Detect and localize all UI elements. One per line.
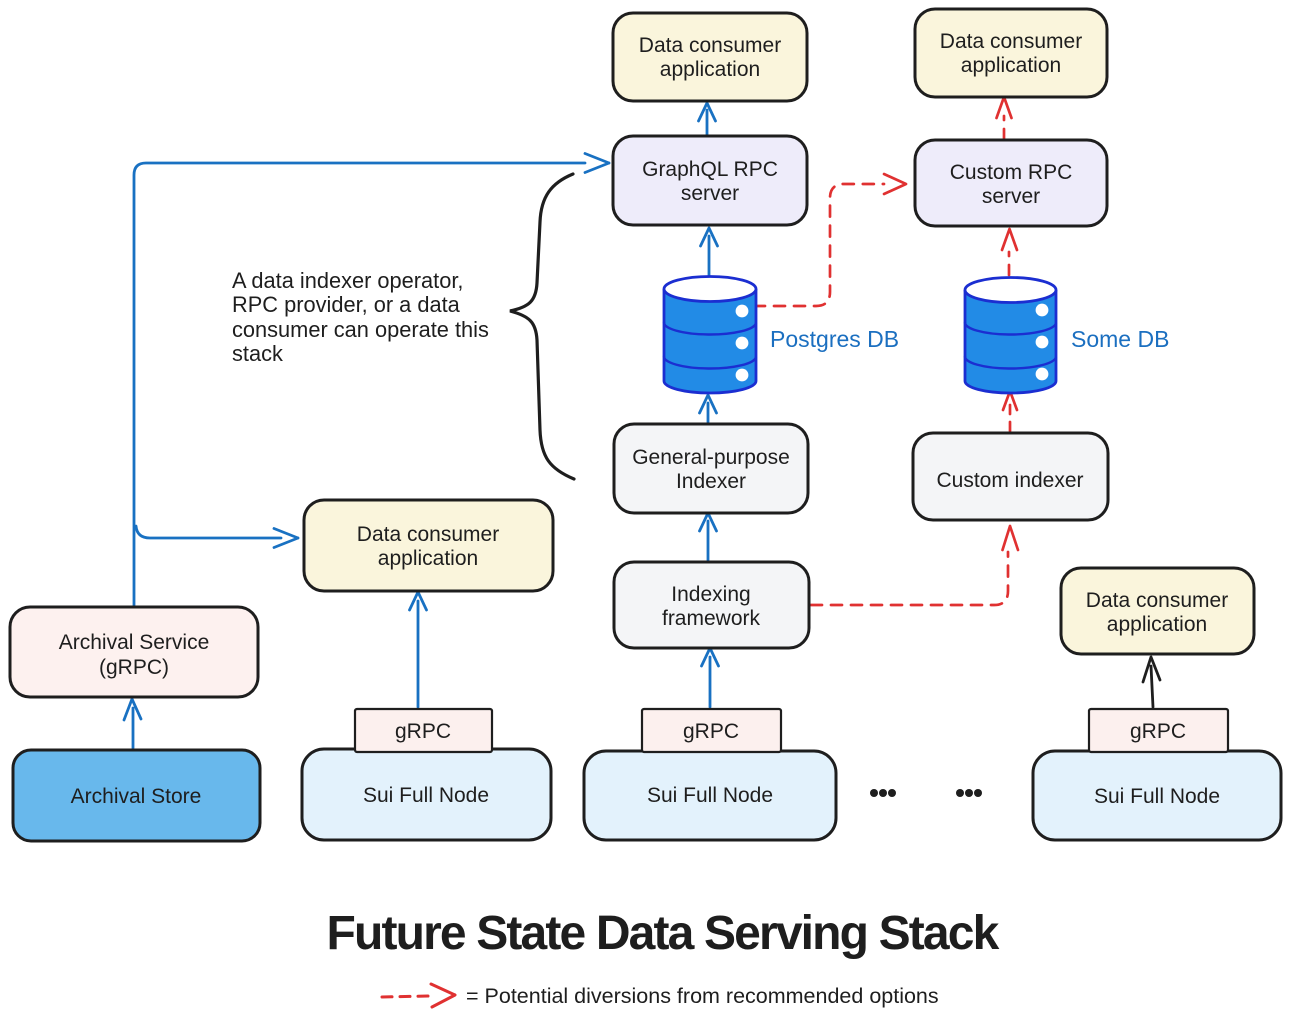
svg-text:gRPC: gRPC — [395, 720, 451, 743]
svg-text:stack: stack — [232, 341, 283, 366]
svg-text:Postgres DB: Postgres DB — [770, 326, 899, 352]
svg-text:application: application — [1107, 613, 1207, 636]
svg-text:Data consumer: Data consumer — [940, 30, 1082, 53]
svg-text:Future State Data Serving Stac: Future State Data Serving Stack — [327, 907, 1000, 960]
svg-text:application: application — [660, 58, 760, 81]
svg-text:Archival Store: Archival Store — [71, 785, 202, 808]
svg-text:GraphQL RPC: GraphQL RPC — [642, 158, 778, 181]
svg-text:application: application — [378, 547, 478, 570]
svg-text:Custom RPC: Custom RPC — [950, 161, 1073, 184]
svg-text:Indexing: Indexing — [671, 583, 750, 606]
svg-text:Indexer: Indexer — [676, 470, 746, 493]
svg-text:Data consumer: Data consumer — [357, 523, 499, 546]
svg-text:server: server — [681, 182, 739, 205]
svg-text:Archival Service: Archival Service — [59, 631, 210, 654]
svg-text:server: server — [982, 185, 1040, 208]
svg-text:Sui Full Node: Sui Full Node — [1094, 785, 1220, 808]
svg-text:consumer can operate this: consumer can operate this — [232, 317, 489, 342]
svg-text:Some DB: Some DB — [1071, 326, 1169, 352]
svg-text:Data consumer: Data consumer — [639, 34, 781, 57]
svg-text:gRPC: gRPC — [1130, 720, 1186, 743]
svg-text:framework: framework — [662, 607, 761, 630]
svg-text:Sui Full Node: Sui Full Node — [363, 784, 489, 807]
svg-text:RPC provider, or a data: RPC provider, or a data — [232, 292, 461, 317]
svg-text:Sui Full Node: Sui Full Node — [647, 784, 773, 807]
svg-text:= Potential diversions from re: = Potential diversions from recommended … — [466, 984, 939, 1008]
svg-text:Data consumer: Data consumer — [1086, 589, 1228, 612]
svg-text:gRPC: gRPC — [683, 720, 739, 743]
svg-text:A data indexer operator,: A data indexer operator, — [232, 268, 463, 293]
svg-text:application: application — [961, 54, 1061, 77]
svg-text:General-purpose: General-purpose — [632, 446, 790, 469]
svg-text:(gRPC): (gRPC) — [99, 656, 169, 679]
svg-text:Custom indexer: Custom indexer — [936, 469, 1083, 492]
